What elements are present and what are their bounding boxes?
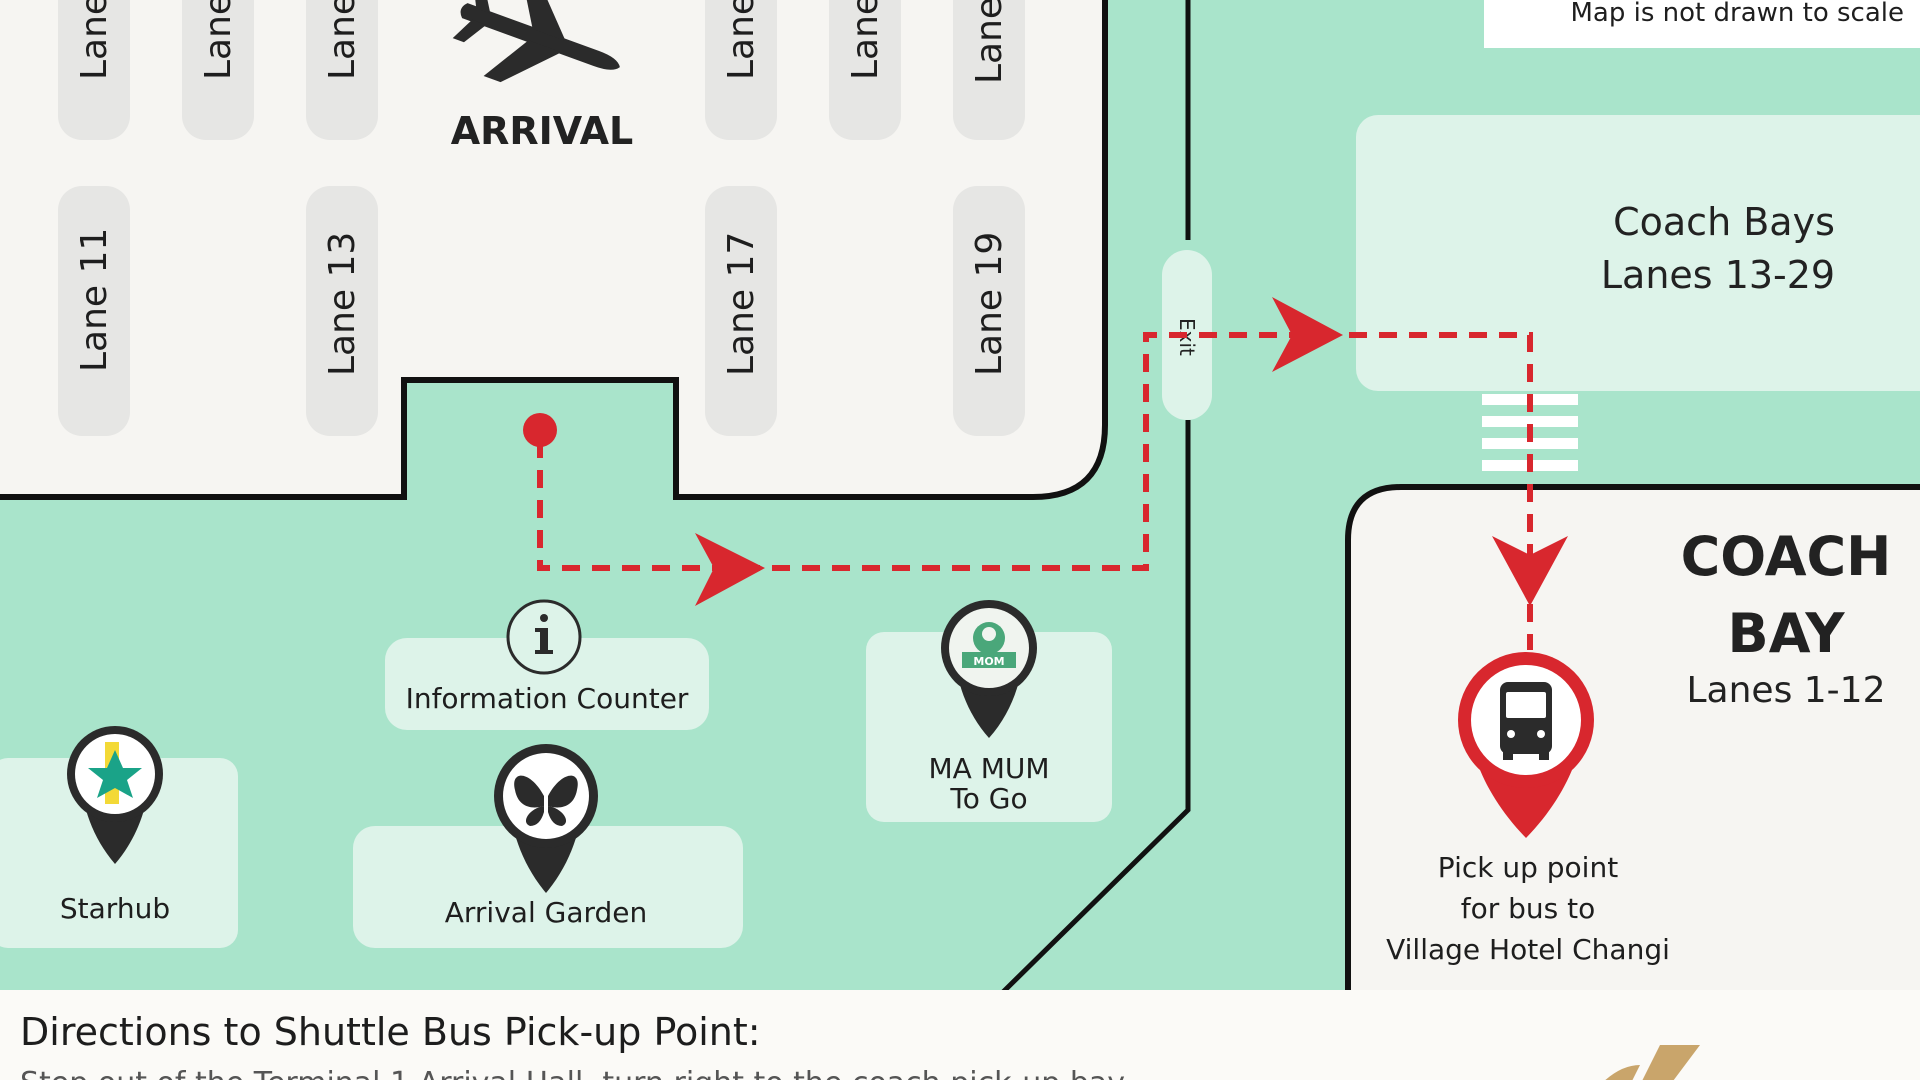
lane-pill (58, 186, 130, 436)
directions-title: Directions to Shuttle Bus Pick-up Point: (20, 1010, 761, 1054)
airplane-icon (452, 0, 620, 83)
ma-mum-pin-icon: MOM (941, 600, 1037, 738)
route-arrow-icon (1492, 536, 1568, 606)
lane-19-label: Lane 19 (969, 232, 1010, 376)
pickup-label: Pick up point (1438, 851, 1618, 884)
lane-pill (953, 0, 1025, 140)
starhub-pin-icon (67, 726, 163, 864)
route-arrow-icon (695, 533, 765, 606)
bus-pin-icon (1458, 652, 1594, 838)
lane-label: Lane (198, 0, 239, 80)
coach-bays-area (1356, 115, 1920, 391)
ma-mum-label: MA MUM (928, 752, 1049, 785)
lane-13-label: Lane 13 (322, 232, 363, 376)
info-counter-label: Information Counter (406, 682, 689, 715)
ma-mum-label-2: To Go (949, 782, 1027, 815)
lane-label: Lane (74, 0, 115, 80)
lane-label: Lane (845, 0, 886, 80)
arrival-label: ARRIVAL (451, 109, 634, 153)
lane-label: Lane (322, 0, 363, 80)
road-divider (998, 420, 1191, 997)
info-icon (506, 599, 582, 675)
bottom-lanes: Lane 11 Lane 13 Lane 17 Lane 19 (58, 186, 1025, 436)
lane-pill (953, 186, 1025, 436)
lane-pill (306, 0, 378, 140)
pickup-label-2: for bus to (1461, 892, 1596, 925)
starhub-label: Starhub (60, 892, 170, 925)
directions-subtitle: Step out of the Terminal 1 Arrival Hall,… (20, 1066, 1125, 1080)
terminal-building (0, 0, 1108, 500)
butterfly-pin-icon (494, 744, 598, 893)
lane-17-label: Lane 17 (721, 232, 762, 376)
directions-footer: Directions to Shuttle Bus Pick-up Point:… (0, 990, 1920, 1080)
lane-pill (705, 186, 777, 436)
info-counter-box (385, 638, 709, 730)
start-dot-icon (523, 413, 557, 447)
lane-label: Lane (969, 0, 1010, 84)
coach-bay-lanes: Lanes 1-12 (1687, 670, 1886, 711)
lane-pill (829, 0, 901, 140)
pickup-label-3: Village Hotel Changi (1386, 933, 1670, 966)
coach-bay-building (1345, 484, 1920, 998)
coach-bay-title: COACH (1681, 525, 1892, 588)
scale-note-text: Map is not drawn to scale (1570, 0, 1904, 28)
coach-bays-title: Coach Bays (1613, 200, 1835, 244)
arrival-garden-label: Arrival Garden (445, 896, 648, 929)
ma-mum-badge-text: MOM (973, 655, 1004, 668)
top-lanes: Lane Lane Lane Lane Lane Lane (58, 0, 1025, 140)
brand-logo-mark (1605, 1045, 1700, 1080)
scale-note: Map is not drawn to scale (1484, 0, 1920, 48)
lane-pill (182, 0, 254, 140)
lane-pill (705, 0, 777, 140)
route-arrow-icon (1272, 297, 1343, 372)
lane-11-label: Lane 11 (74, 228, 115, 372)
lane-pill (306, 186, 378, 436)
route-path (537, 332, 1533, 650)
lane-pill (58, 0, 130, 140)
coach-bays-lanes: Lanes 13-29 (1601, 253, 1835, 297)
coach-bay-title-2: BAY (1728, 602, 1846, 665)
lane-label: Lane (721, 0, 762, 80)
